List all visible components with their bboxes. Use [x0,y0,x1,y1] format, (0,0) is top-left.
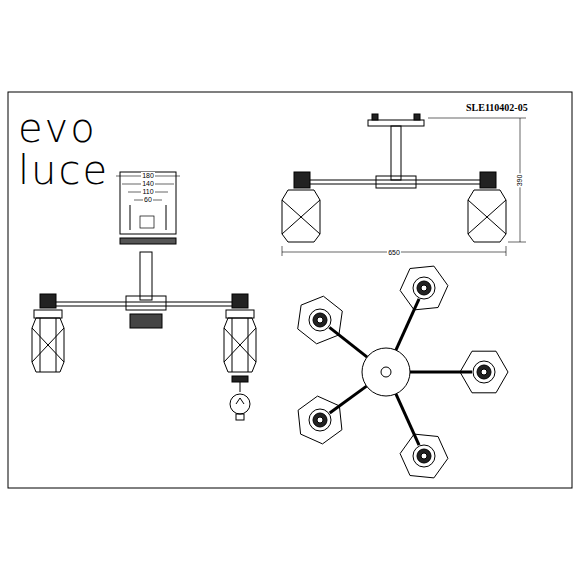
arm [330,386,367,413]
lamp-holder [309,309,331,331]
dimension: 390 [517,173,524,187]
arm [410,371,472,374]
dimension: 140 [141,180,155,187]
dimension: 650 [387,249,401,256]
model-code: SLE110402-05 [466,103,528,113]
shade [298,396,342,444]
shade [400,266,448,310]
arm [396,299,419,350]
arm [396,394,419,445]
logo-text: luce [18,150,109,190]
dimension: 60 [143,196,153,203]
lamp-holder [481,369,487,375]
lamp-holder [413,445,435,467]
dimension: 180 [141,172,155,179]
lamp-holder [477,365,491,379]
arm [329,327,367,357]
logo-text: evo [18,108,97,148]
shade [460,351,508,393]
side-view-left [32,252,256,420]
lamp-holder [313,413,327,427]
lamp-holder [309,409,331,431]
shade [298,296,343,344]
lamp-holder [417,281,431,295]
dimension: 110 [141,188,154,195]
lamp-holder [421,453,427,459]
lamp-holder [317,317,323,323]
lamp-holder [313,313,327,327]
lamp-holder [317,417,323,423]
lamp-holder [417,449,431,463]
lamp-holder [421,285,427,291]
lamp-holder [473,361,495,383]
top-view [298,266,508,478]
frame [8,92,572,488]
front-view [282,114,526,256]
mounting-plate [116,172,180,244]
lamp-holder [413,277,435,299]
shade [400,434,448,478]
